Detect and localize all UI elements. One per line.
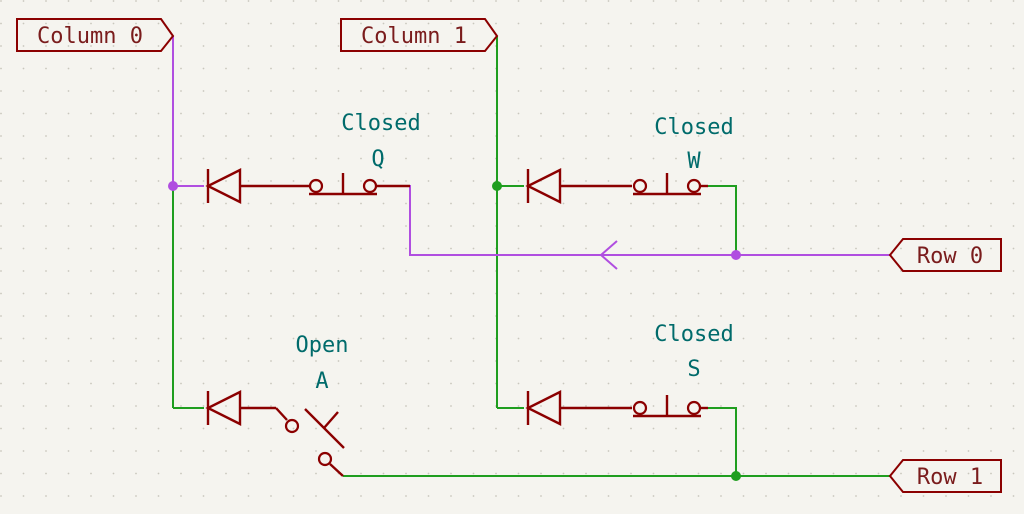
wire-switch-w-to-row0[interactable] xyxy=(708,185,737,255)
wire-switch-s-to-row1[interactable] xyxy=(708,407,737,476)
port-column-0[interactable]: Column 0 xyxy=(16,18,175,52)
port-label: Row 0 xyxy=(917,244,983,269)
switch-contact xyxy=(317,451,333,467)
port-flag-shape xyxy=(16,18,175,52)
junction-dot xyxy=(731,471,741,481)
current-direction-arrow-icon xyxy=(599,240,618,270)
switch-contact xyxy=(632,400,648,416)
port-label: Column 0 xyxy=(37,24,143,49)
port-flag-shape xyxy=(888,238,1002,272)
switch-contact xyxy=(284,418,300,434)
green-wires xyxy=(172,36,890,477)
switch-a-key: A xyxy=(315,369,328,394)
switch-q-state: Closed xyxy=(341,111,420,136)
switch-q[interactable] xyxy=(308,173,410,196)
switch-contact xyxy=(632,178,648,194)
switch-s[interactable] xyxy=(632,395,708,418)
port-row-1[interactable]: Row 1 xyxy=(888,459,1002,493)
port-flag-shape xyxy=(888,459,1002,493)
junctions xyxy=(168,181,741,481)
port-row-0[interactable]: Row 0 xyxy=(888,238,1002,272)
diode-s[interactable] xyxy=(525,390,632,426)
diode-q[interactable] xyxy=(205,168,309,204)
switch-lead xyxy=(329,463,344,477)
switch-q-key: Q xyxy=(371,147,384,172)
switch-bar xyxy=(304,408,345,449)
switch-a[interactable] xyxy=(275,407,345,477)
port-label: Row 1 xyxy=(917,465,983,490)
port-flag-shape xyxy=(340,18,499,52)
switch-s-key: S xyxy=(687,357,700,382)
switch-w[interactable] xyxy=(632,173,708,196)
junction-dot xyxy=(492,181,502,191)
junction-dot xyxy=(168,181,178,191)
junction-dot xyxy=(731,250,741,260)
diode-a[interactable] xyxy=(205,390,276,426)
switch-contact xyxy=(308,178,324,194)
port-label: Column 1 xyxy=(361,24,467,49)
switch-w-state: Closed xyxy=(654,115,733,140)
diode-w[interactable] xyxy=(525,168,632,204)
switch-lead xyxy=(275,407,288,421)
switch-a-state: Open xyxy=(296,333,349,358)
switch-actuator xyxy=(323,411,339,429)
switch-w-key: W xyxy=(687,149,701,174)
port-column-1[interactable]: Column 1 xyxy=(340,18,499,52)
switch-s-state: Closed xyxy=(654,322,733,347)
